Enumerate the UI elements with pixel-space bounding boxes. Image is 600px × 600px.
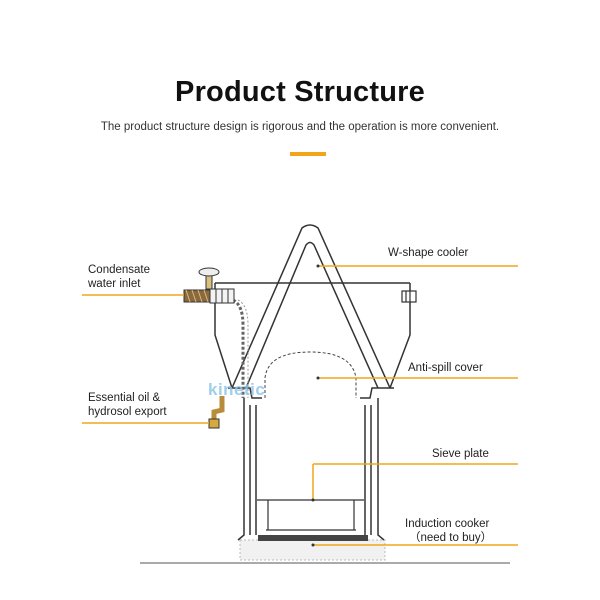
label-induction-line2: （need to buy） xyxy=(409,532,493,544)
label-induction-line1: Induction cooker xyxy=(405,518,490,530)
condensate-tube xyxy=(232,298,245,398)
page-subtitle: The product structure design is rigorous… xyxy=(100,121,500,133)
label-essential-oil: Essential oil & hydrosol export xyxy=(88,391,167,419)
inlet-valve xyxy=(198,267,220,290)
label-condensate: Condensate water inlet xyxy=(88,263,150,291)
label-condensate-line1: Condensate xyxy=(88,264,151,276)
right-spout xyxy=(401,290,417,303)
watermark-logo: kinetic xyxy=(208,380,266,399)
leader-lines-right xyxy=(312,265,518,546)
sieve-plate-shape xyxy=(257,499,364,531)
leader-lines-left xyxy=(82,294,209,424)
induction-cooker-plate xyxy=(239,539,386,561)
page-title: Product Structure xyxy=(175,76,425,108)
accent-bar xyxy=(290,152,326,156)
label-anti-spill-cover: Anti-spill cover xyxy=(408,362,483,374)
inlet-hose xyxy=(183,288,235,304)
label-sieve-plate: Sieve plate xyxy=(432,448,489,460)
cooker-top xyxy=(258,535,368,541)
oil-export-spout xyxy=(208,396,225,429)
label-w-shape-cooler: W-shape cooler xyxy=(388,247,469,259)
label-condensate-line2: water inlet xyxy=(88,278,141,290)
label-essential-line1: Essential oil & xyxy=(88,392,161,404)
label-induction-cooker: Induction cooker （need to buy） xyxy=(405,517,492,545)
anti-spill-cover-shape xyxy=(264,351,357,398)
leader-dots xyxy=(311,264,320,547)
label-essential-line2: hydrosol export xyxy=(88,406,167,418)
pot-body xyxy=(237,398,385,541)
